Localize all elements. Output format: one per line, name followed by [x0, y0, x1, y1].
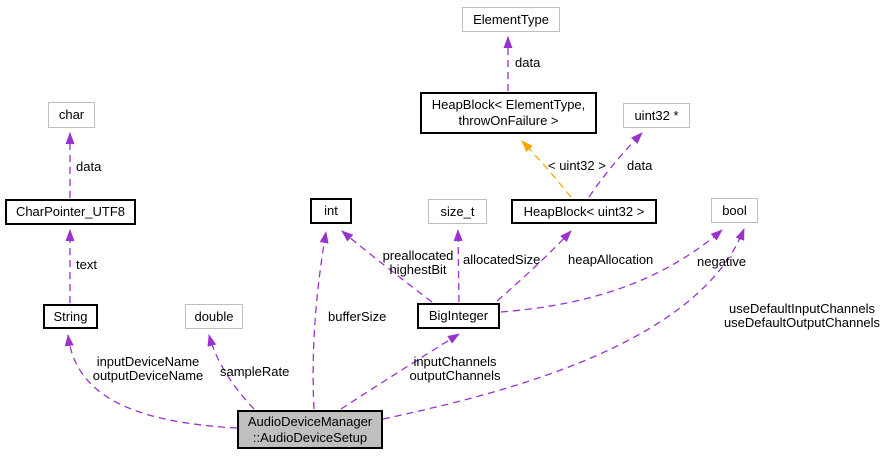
edge-label-negative: negative	[697, 254, 747, 269]
node-int[interactable]: int	[310, 198, 352, 224]
node-char: char	[48, 102, 95, 128]
edge-label-preallocated-highestbit: preallocated highestBit	[358, 249, 478, 276]
edge-biginteger-to-sizet-allocatedsize	[453, 229, 463, 303]
node-uint32-ptr-label: uint32 *	[634, 107, 679, 123]
edge-main-to-int-buffersize	[312, 231, 329, 410]
node-double-label: double	[194, 308, 234, 324]
node-size-t-label: size_t	[440, 203, 475, 219]
node-string[interactable]: String	[43, 304, 98, 329]
edge-heapblockuint32-template-instantiation	[521, 140, 572, 198]
edge-label-heapallocation: heapAllocation	[568, 252, 654, 267]
node-elementtype: ElementType	[462, 7, 560, 32]
edge-label-inputchannels: inputChannels	[413, 354, 497, 369]
edge-label-uint32ptr-data: data	[627, 158, 653, 173]
edge-label-samplerate: sampleRate	[220, 364, 290, 379]
edge-label-inputdevicename: inputDeviceName	[96, 354, 200, 369]
node-bool: bool	[711, 198, 758, 223]
edge-main-to-string-devicenames	[64, 334, 238, 429]
edge-label-usedefaultinputchannels: useDefaultInputChannels	[729, 301, 875, 316]
node-audiodevicesetup-main: AudioDeviceManager ::AudioDeviceSetup	[237, 410, 383, 449]
edge-label-preallocated: preallocated	[382, 248, 454, 263]
node-audiodevicesetup-label-line2: ::AudioDeviceSetup	[252, 429, 368, 445]
edge-label-text: text	[76, 257, 97, 272]
node-uint32-ptr: uint32 *	[623, 103, 690, 128]
node-char-label: char	[58, 107, 85, 122]
node-heapblock-uint32-label: HeapBlock< uint32 >	[523, 203, 645, 219]
node-charpointer-utf8[interactable]: CharPointer_UTF8	[5, 199, 136, 225]
edge-main-to-bool-usedefaults	[382, 228, 745, 420]
node-int-label: int	[324, 203, 338, 218]
edge-label-buffersize: bufferSize	[328, 309, 387, 324]
node-heapblock-template-label-line2: throwOnFailure >	[458, 113, 559, 128]
edge-label-usedefaults: useDefaultInputChannels useDefaultOutput…	[716, 302, 888, 329]
edge-label-elementtype-data: data	[515, 55, 541, 70]
edge-biginteger-to-heapblockuint32-heapallocation	[496, 230, 572, 302]
node-audiodevicesetup-label-line1: AudioDeviceManager	[247, 413, 373, 429]
node-charpointer-utf8-label: CharPointer_UTF8	[15, 204, 126, 219]
node-biginteger-label: BigInteger	[428, 308, 489, 323]
edge-biginteger-to-int-preallocated	[341, 230, 433, 303]
edge-label-allocatedsize: allocatedSize	[463, 252, 541, 267]
edge-label-devicenames: inputDeviceName outputDeviceName	[85, 355, 211, 382]
node-size-t: size_t	[428, 199, 487, 224]
node-string-label: String	[53, 308, 88, 324]
edge-heapblockuint32-to-uint32ptr-data	[588, 132, 643, 198]
node-double: double	[185, 304, 243, 329]
edge-label-outputdevicename: outputDeviceName	[92, 367, 204, 383]
edge-label-highestbit: highestBit	[389, 261, 447, 277]
node-biginteger[interactable]: BigInteger	[417, 303, 500, 329]
edge-label-usedefaultoutputchannels: useDefaultOutputChannels	[723, 314, 881, 330]
node-heapblock-uint32[interactable]: HeapBlock< uint32 >	[511, 199, 657, 224]
edge-label-template-args: < uint32 >	[548, 158, 606, 173]
node-heapblock-template-label-line1: HeapBlock< ElementType,	[431, 97, 586, 112]
edge-main-to-biginteger-channels	[340, 333, 460, 410]
node-elementtype-label: ElementType	[473, 11, 549, 27]
node-heapblock-template[interactable]: HeapBlock< ElementType, throwOnFailure >	[420, 92, 597, 134]
node-bool-label: bool	[722, 202, 747, 218]
edge-label-outputchannels: outputChannels	[409, 367, 501, 383]
edge-biginteger-to-bool-negative	[500, 229, 723, 313]
edge-label-char-data: data	[76, 159, 102, 174]
edge-label-channels: inputChannels outputChannels	[400, 355, 510, 382]
